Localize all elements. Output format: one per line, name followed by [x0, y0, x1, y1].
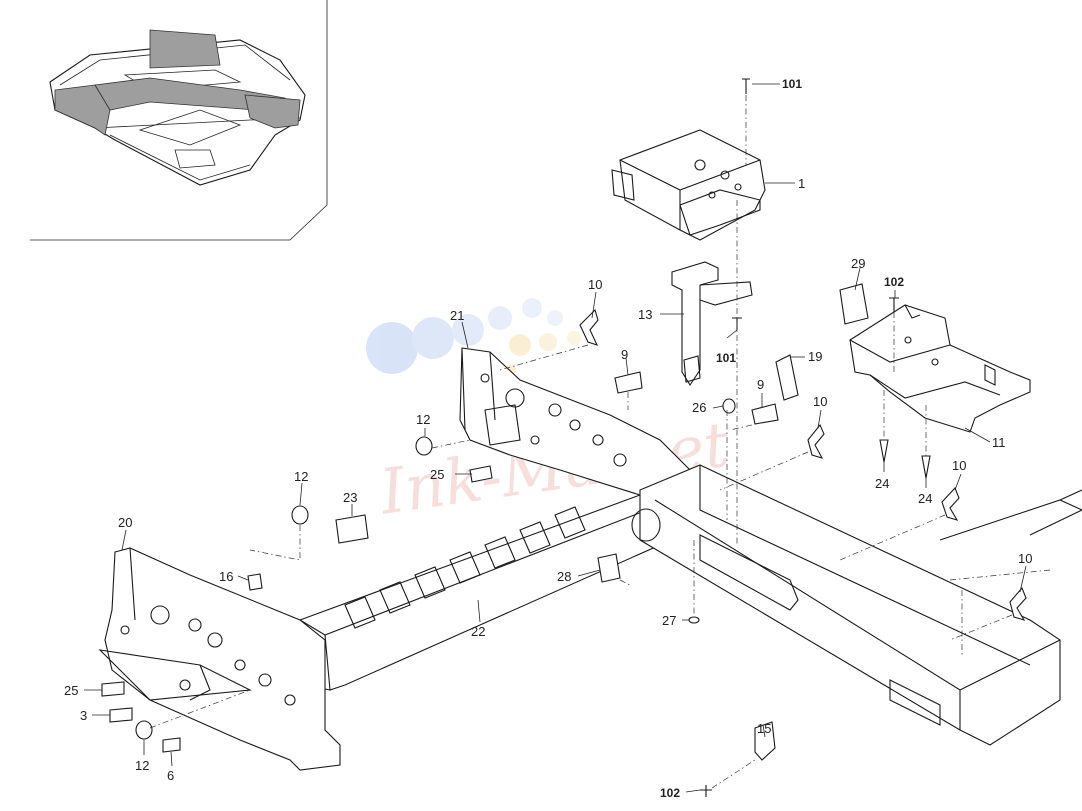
- inset-overview: [30, 0, 328, 241]
- callout-24: 24: [918, 491, 932, 506]
- callout-12: 12: [294, 469, 308, 484]
- part-20-rear-frame: [98, 547, 341, 771]
- callout-25: 25: [64, 683, 78, 698]
- callout-13: 13: [638, 307, 652, 322]
- callout-12: 12: [416, 412, 430, 427]
- part-11-bracket: [849, 304, 1031, 433]
- callout-27: 27: [662, 613, 676, 628]
- callout-12: 12: [135, 758, 149, 773]
- assembly-lines: [149, 95, 1051, 789]
- callout-20: 20: [118, 515, 132, 530]
- callout-101: 101: [782, 77, 802, 91]
- callout-6: 6: [167, 768, 174, 783]
- callout-26: 26: [692, 400, 706, 415]
- callout-16: 16: [219, 569, 233, 584]
- callout-10: 10: [813, 394, 827, 409]
- callout-15: 15: [757, 721, 771, 736]
- callout-102: 102: [884, 275, 904, 289]
- callout-28: 28: [557, 569, 571, 584]
- callout-21: 21: [450, 308, 464, 323]
- right-main-frame: [631, 464, 1082, 746]
- callout-19: 19: [808, 349, 822, 364]
- part-1-drive-unit: [611, 129, 766, 241]
- callout-25: 25: [430, 467, 444, 482]
- callout-22: 22: [471, 624, 485, 639]
- callout-101: 101: [716, 351, 736, 365]
- callout-11: 11: [992, 435, 1006, 450]
- callout-23: 23: [343, 490, 357, 505]
- callout-9: 9: [621, 347, 628, 362]
- small-parts: [101, 78, 1027, 797]
- part-13-bracket: [671, 261, 753, 387]
- callout-3: 3: [80, 708, 87, 723]
- callout-9: 9: [757, 377, 764, 392]
- callout-1: 1: [798, 176, 805, 191]
- callout-10: 10: [952, 458, 966, 473]
- callout-24: 24: [875, 476, 889, 491]
- watermark-logo: [366, 298, 581, 376]
- callout-labels: 101 1 29 102 10 13 21 101 19 9 9 26 10 1…: [64, 77, 1032, 800]
- part-29-sheet: [839, 283, 869, 325]
- leader-lines: [84, 83, 1027, 793]
- callout-102: 102: [660, 786, 680, 800]
- callout-29: 29: [851, 256, 865, 271]
- callout-10: 10: [1018, 551, 1032, 566]
- callout-10: 10: [588, 277, 602, 292]
- part-21-front-frame: [459, 347, 691, 506]
